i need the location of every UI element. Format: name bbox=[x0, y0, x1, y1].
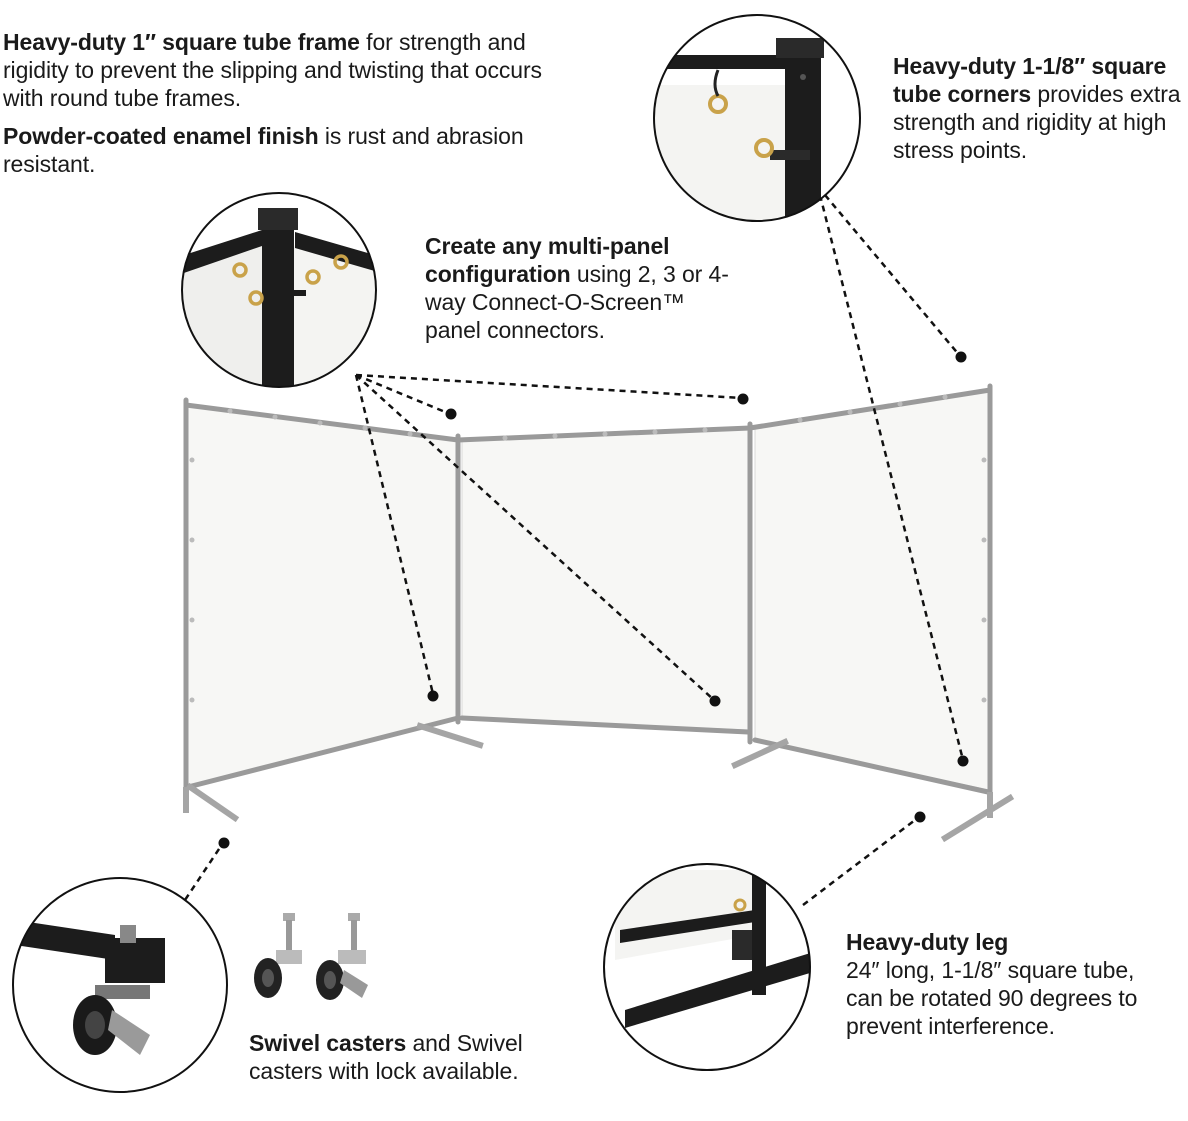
callout-frame-bold-2: Powder-coated enamel finish bbox=[3, 123, 319, 149]
caster-product-photo bbox=[254, 913, 368, 1000]
detail-connector-circle bbox=[181, 192, 377, 388]
callout-config: Create any multi-panel configuration usi… bbox=[425, 232, 735, 344]
callout-casters-text: and Swivel casters with lock available. bbox=[249, 1030, 523, 1084]
callout-frame-text-2: is rust and abrasion resistant. bbox=[3, 123, 524, 177]
detail-corner-circle bbox=[653, 14, 861, 222]
detail-leg-circle bbox=[603, 863, 811, 1071]
curtain-panels bbox=[187, 389, 990, 791]
callout-corners-text: provides extra strength and rigidity at … bbox=[893, 81, 1181, 163]
screen-legs bbox=[183, 722, 1015, 843]
callout-config-bold: Create any multi-panel configuration bbox=[425, 233, 670, 287]
callout-frame-text-1: for strength and rigidity to prevent the… bbox=[3, 29, 542, 111]
frame-grommets bbox=[189, 394, 987, 703]
callout-leg-bold: Heavy-duty leg bbox=[846, 929, 1009, 955]
curtain-middle bbox=[461, 427, 749, 731]
curtain-right bbox=[754, 389, 990, 791]
callout-frame-bold-1: Heavy-duty 1″ square tube frame bbox=[3, 29, 360, 55]
callout-config-text: using 2, 3 or 4-way Connect-O-Screen™ pa… bbox=[425, 261, 729, 343]
callout-casters: Swivel casters and Swivel casters with l… bbox=[249, 1029, 569, 1085]
detail-caster-circle bbox=[12, 877, 228, 1093]
callout-frame: Heavy-duty 1″ square tube frame for stre… bbox=[3, 28, 563, 188]
callout-corners-bold: Heavy-duty 1-1/8″ square tube corners bbox=[893, 53, 1167, 107]
callout-corners: Heavy-duty 1-1/8″ square tube corners pr… bbox=[893, 52, 1183, 164]
callout-leg-text: 24″ long, 1-1/8″ square tube, can be rot… bbox=[846, 957, 1138, 1039]
callout-leg: Heavy-duty leg 24″ long, 1-1/8″ square t… bbox=[846, 928, 1176, 1040]
leader-dots bbox=[218, 351, 969, 849]
callout-casters-bold: Swivel casters bbox=[249, 1030, 407, 1056]
